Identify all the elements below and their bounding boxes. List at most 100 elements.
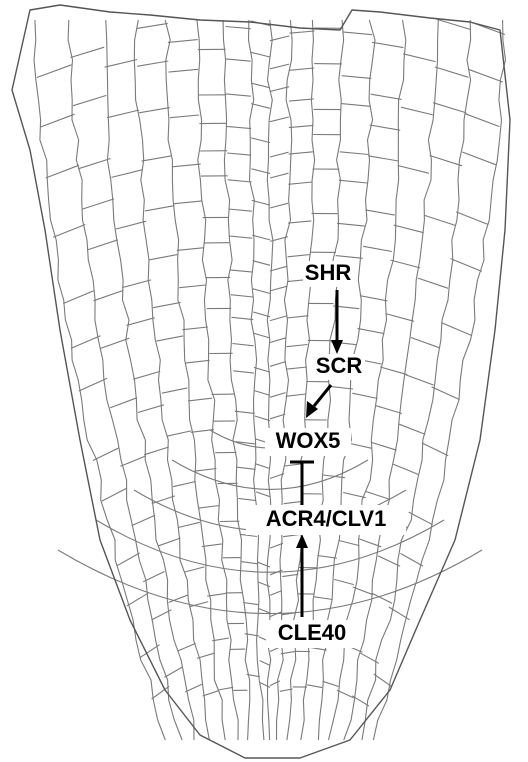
cell-cross-wall bbox=[168, 40, 198, 43]
cell-cross-wall bbox=[270, 612, 282, 617]
cell-file-wall bbox=[249, 20, 264, 740]
cell-cross-wall bbox=[380, 367, 407, 375]
cell-cross-wall bbox=[162, 388, 187, 393]
cell-cross-wall bbox=[342, 76, 372, 79]
cell-cross-wall bbox=[127, 593, 148, 606]
cell-cross-wall bbox=[184, 567, 204, 572]
cell-cross-wall bbox=[105, 60, 138, 68]
cell-cross-wall bbox=[289, 31, 314, 33]
cell-cross-wall bbox=[226, 27, 251, 29]
cell-cross-wall bbox=[270, 64, 289, 69]
cell-cross-wall bbox=[287, 316, 309, 318]
cle40-label: CLE40 bbox=[278, 620, 346, 645]
cell-cross-wall bbox=[430, 156, 463, 166]
cell-cross-wall bbox=[138, 405, 164, 413]
cell-cross-wall bbox=[358, 328, 385, 333]
cell-cross-wall bbox=[270, 117, 289, 122]
cell-cross-wall bbox=[348, 443, 372, 448]
cell-cross-wall bbox=[256, 464, 270, 469]
cell-cross-wall bbox=[360, 296, 388, 301]
cell-cross-wall bbox=[79, 378, 107, 391]
cell-file-wall bbox=[106, 20, 194, 740]
cell-cross-wall bbox=[232, 344, 253, 346]
cell-cross-wall bbox=[466, 114, 500, 127]
cell-cross-wall bbox=[394, 225, 424, 233]
cell-cross-wall bbox=[403, 54, 436, 62]
cell-cross-wall bbox=[270, 36, 289, 41]
cell-cross-wall bbox=[372, 42, 403, 47]
cell-cross-wall bbox=[286, 367, 307, 369]
cell-cross-wall bbox=[46, 165, 79, 178]
cell-cross-wall bbox=[406, 375, 434, 385]
cell-cross-wall bbox=[185, 360, 210, 363]
cell-cross-wall bbox=[251, 104, 270, 109]
cell-cross-wall bbox=[288, 182, 312, 184]
cell-cross-wall bbox=[136, 23, 167, 28]
cell-cross-wall bbox=[400, 553, 423, 566]
cell-cross-wall bbox=[289, 152, 313, 154]
cell-cross-wall bbox=[254, 367, 270, 372]
cell-cross-wall bbox=[282, 574, 298, 576]
cell-cross-wall bbox=[343, 493, 366, 498]
cell-cross-wall bbox=[63, 291, 94, 304]
cell-cross-wall bbox=[78, 159, 110, 169]
cell-cross-wall bbox=[393, 464, 418, 474]
cell-cross-wall bbox=[87, 240, 118, 250]
cell-cross-wall bbox=[237, 467, 256, 469]
cell-cross-wall bbox=[286, 345, 307, 347]
cell-cross-wall bbox=[323, 681, 339, 686]
cell-cross-wall bbox=[251, 83, 270, 88]
cell-cross-wall bbox=[254, 333, 271, 338]
cell-cross-wall bbox=[227, 126, 251, 128]
cell-cross-wall bbox=[122, 280, 151, 288]
cell-file-wall bbox=[68, 20, 182, 740]
cell-cross-wall bbox=[102, 488, 127, 501]
cell-cross-wall bbox=[418, 278, 448, 288]
cell-cross-wall bbox=[270, 173, 289, 178]
cell-cross-wall bbox=[110, 398, 137, 408]
cell-cross-wall bbox=[228, 180, 252, 182]
cell-cross-wall bbox=[260, 683, 270, 688]
cell-cross-wall bbox=[94, 290, 124, 300]
cell-cross-wall bbox=[145, 206, 174, 211]
acr4-clv1-label: ACR4/CLV1 bbox=[266, 506, 387, 531]
cell-cross-wall bbox=[188, 398, 212, 401]
cell-cross-wall bbox=[253, 261, 271, 266]
cell-cross-wall bbox=[409, 512, 433, 525]
cell-cross-wall bbox=[164, 667, 182, 677]
cell-cross-wall bbox=[251, 138, 270, 143]
cell-cross-wall bbox=[137, 61, 168, 66]
cell-cross-wall bbox=[254, 391, 270, 396]
cell-cross-wall bbox=[338, 540, 359, 545]
cell-cross-wall bbox=[143, 572, 164, 582]
cell-cross-wall bbox=[82, 199, 114, 209]
cell-cross-wall bbox=[270, 203, 288, 208]
cell-cross-wall bbox=[243, 603, 258, 605]
cell-cross-wall bbox=[270, 338, 286, 343]
cell-cross-wall bbox=[133, 371, 160, 379]
cell-cross-wall bbox=[178, 522, 200, 527]
cell-cross-wall bbox=[363, 246, 392, 251]
cell-cross-wall bbox=[284, 501, 302, 503]
cell-cross-wall bbox=[435, 67, 469, 77]
cell-cross-wall bbox=[116, 221, 146, 229]
cell-cross-wall bbox=[352, 393, 377, 398]
cell-cross-wall bbox=[286, 394, 306, 396]
cell-cross-wall bbox=[289, 99, 314, 101]
cell-cross-wall bbox=[149, 255, 178, 260]
cell-cross-wall bbox=[342, 32, 372, 35]
cell-cross-wall bbox=[340, 152, 369, 155]
cell-cross-wall bbox=[353, 587, 373, 595]
cell-cross-wall bbox=[258, 582, 270, 587]
cell-cross-wall bbox=[365, 210, 394, 215]
cell-cross-wall bbox=[399, 424, 425, 434]
cell-cross-wall bbox=[289, 125, 314, 127]
cell-cross-wall bbox=[376, 406, 402, 414]
cell-cross-wall bbox=[229, 236, 252, 238]
cell-cross-wall bbox=[172, 164, 201, 167]
cell-cross-wall bbox=[433, 103, 466, 113]
cell-cross-wall bbox=[307, 685, 322, 688]
cell-cross-wall bbox=[334, 579, 354, 584]
